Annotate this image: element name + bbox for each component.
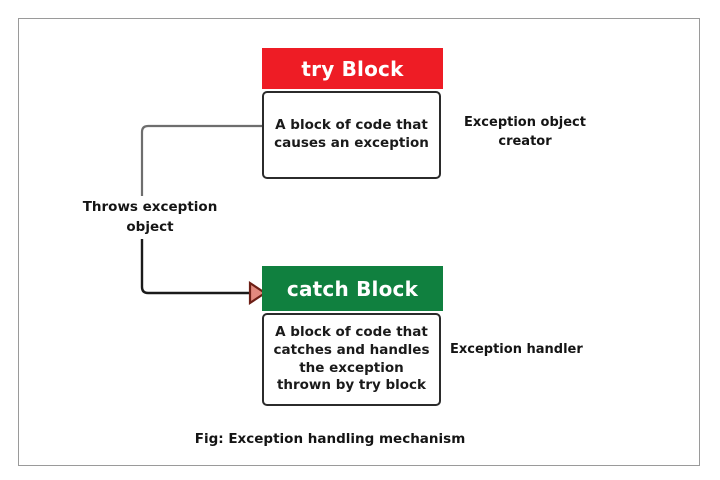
arrowhead-icon bbox=[248, 280, 267, 306]
connector-lower-path bbox=[140, 238, 252, 295]
figure-caption: Fig: Exception handling mechanism bbox=[194, 431, 466, 447]
exception-handler-label: Exception handler bbox=[450, 342, 583, 357]
catch-block-body: A block of code that catches and handles… bbox=[262, 313, 441, 406]
catch-block: catch Block A block of code that catches… bbox=[262, 266, 443, 406]
connector-upper-path bbox=[140, 124, 262, 212]
try-block: try Block A block of code that causes an… bbox=[262, 48, 443, 179]
try-block-header: try Block bbox=[262, 48, 443, 89]
try-block-body: A block of code that causes an exception bbox=[262, 91, 441, 179]
throws-exception-label: Throws exception object bbox=[70, 196, 230, 240]
exception-object-creator-label: Exception object creator bbox=[464, 115, 586, 149]
catch-block-header: catch Block bbox=[262, 266, 443, 311]
